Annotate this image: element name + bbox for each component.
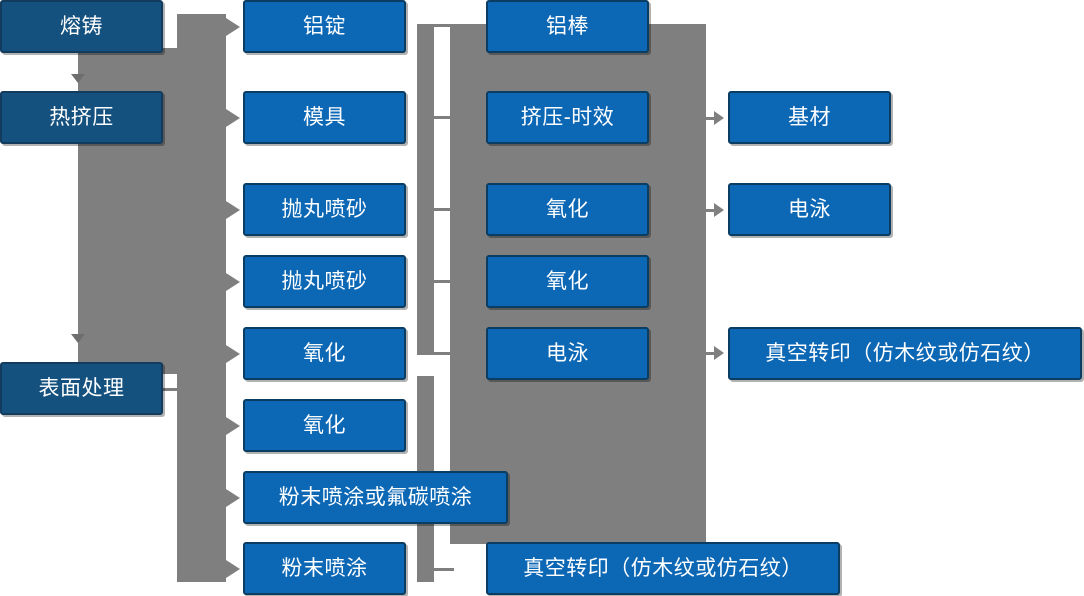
input-label-oxidation-1: 氧化 xyxy=(303,341,346,365)
output-label-vacuum-transfer-printing: 真空转印（仿木纹或仿石纹） xyxy=(765,341,1045,365)
collector-tie-6 xyxy=(434,568,454,571)
process-label-aluminium-billet: 铝棒 xyxy=(546,14,589,38)
output-label-electrophoresis: 电泳 xyxy=(788,197,831,221)
stage-box-surface-treatment[interactable]: 表面处理 xyxy=(0,362,163,415)
fanout-arrow-1 xyxy=(226,18,240,36)
process-label-oxidation-2: 氧化 xyxy=(546,269,589,293)
collector-tie-5 xyxy=(434,352,454,355)
output-label-substrate: 基材 xyxy=(788,105,831,129)
collector-tie-3 xyxy=(434,208,454,211)
process-label-extrusion-aging: 挤压-时效 xyxy=(520,105,615,129)
input-box-mould[interactable]: 模具 xyxy=(243,91,406,144)
process-box-oxidation-2[interactable]: 氧化 xyxy=(486,255,649,308)
input-box-oxidation-1[interactable]: 氧化 xyxy=(243,327,406,380)
input-box-oxidation-2[interactable]: 氧化 xyxy=(243,399,406,452)
input-label-oxidation-2: 氧化 xyxy=(303,413,346,437)
fanout-arrow-4 xyxy=(226,273,240,291)
fanout-arrow-6 xyxy=(226,417,240,435)
output-arrow-3 xyxy=(705,346,724,360)
output-arrow-1 xyxy=(705,111,724,125)
stage-down-arrow-2 xyxy=(71,334,85,343)
input-label-shot-blasting-2: 抛丸喷砂 xyxy=(281,269,368,293)
collector-tie-4 xyxy=(434,280,454,283)
output-box-electrophoresis[interactable]: 电泳 xyxy=(728,183,891,236)
fanout-arrow-8 xyxy=(226,560,240,578)
fanout-arrow-3 xyxy=(226,201,240,219)
process-label-oxidation-1: 氧化 xyxy=(546,197,589,221)
process-label-electrophoresis: 电泳 xyxy=(546,341,589,365)
process-box-oxidation-1[interactable]: 氧化 xyxy=(486,183,649,236)
input-box-powder-or-fluorocarbon-coating[interactable]: 粉末喷涂或氟碳喷涂 xyxy=(243,471,508,524)
fanout-spine-left xyxy=(177,14,226,582)
input-label-aluminium-ingot: 铝锭 xyxy=(303,14,346,38)
stage-label-melting: 熔铸 xyxy=(60,14,103,38)
input-box-shot-blasting-2[interactable]: 抛丸喷砂 xyxy=(243,255,406,308)
input-label-powder-or-fluorocarbon-coating: 粉末喷涂或氟碳喷涂 xyxy=(278,485,473,509)
input-label-mould: 模具 xyxy=(303,105,346,129)
input-box-aluminium-ingot[interactable]: 铝锭 xyxy=(243,0,406,53)
input-label-powder-coating: 粉末喷涂 xyxy=(281,556,368,580)
output-box-vacuum-transfer-printing[interactable]: 真空转印（仿木纹或仿石纹） xyxy=(728,327,1082,380)
process-box-vacuum-transfer-printing[interactable]: 真空转印（仿木纹或仿石纹） xyxy=(486,542,840,595)
collector-tie-1 xyxy=(434,24,454,27)
fanout-arrow-7 xyxy=(226,489,240,507)
collector-tie-2 xyxy=(434,116,454,119)
stage-label-hot-extrusion: 热挤压 xyxy=(49,105,114,129)
input-box-shot-blasting-1[interactable]: 抛丸喷砂 xyxy=(243,183,406,236)
surface-stage-stub xyxy=(160,388,186,391)
process-box-extrusion-aging[interactable]: 挤压-时效 xyxy=(486,91,649,144)
fanout-arrow-5 xyxy=(226,345,240,363)
input-box-powder-coating[interactable]: 粉末喷涂 xyxy=(243,542,406,595)
process-label-vacuum-transfer-printing: 真空转印（仿木纹或仿石纹） xyxy=(523,556,803,580)
output-box-substrate[interactable]: 基材 xyxy=(728,91,891,144)
stage-box-melting[interactable]: 熔铸 xyxy=(0,0,163,53)
process-box-electrophoresis[interactable]: 电泳 xyxy=(486,327,649,380)
output-arrow-2 xyxy=(705,203,724,217)
process-box-aluminium-billet[interactable]: 铝棒 xyxy=(486,0,649,53)
fanout-arrow-2 xyxy=(226,109,240,127)
stage-box-hot-extrusion[interactable]: 热挤压 xyxy=(0,91,163,144)
stage-label-surface-treatment: 表面处理 xyxy=(38,376,125,400)
collector-bar-upper xyxy=(417,24,434,355)
input-label-shot-blasting-1: 抛丸喷砂 xyxy=(281,197,368,221)
stage-down-arrow-1 xyxy=(71,74,85,83)
